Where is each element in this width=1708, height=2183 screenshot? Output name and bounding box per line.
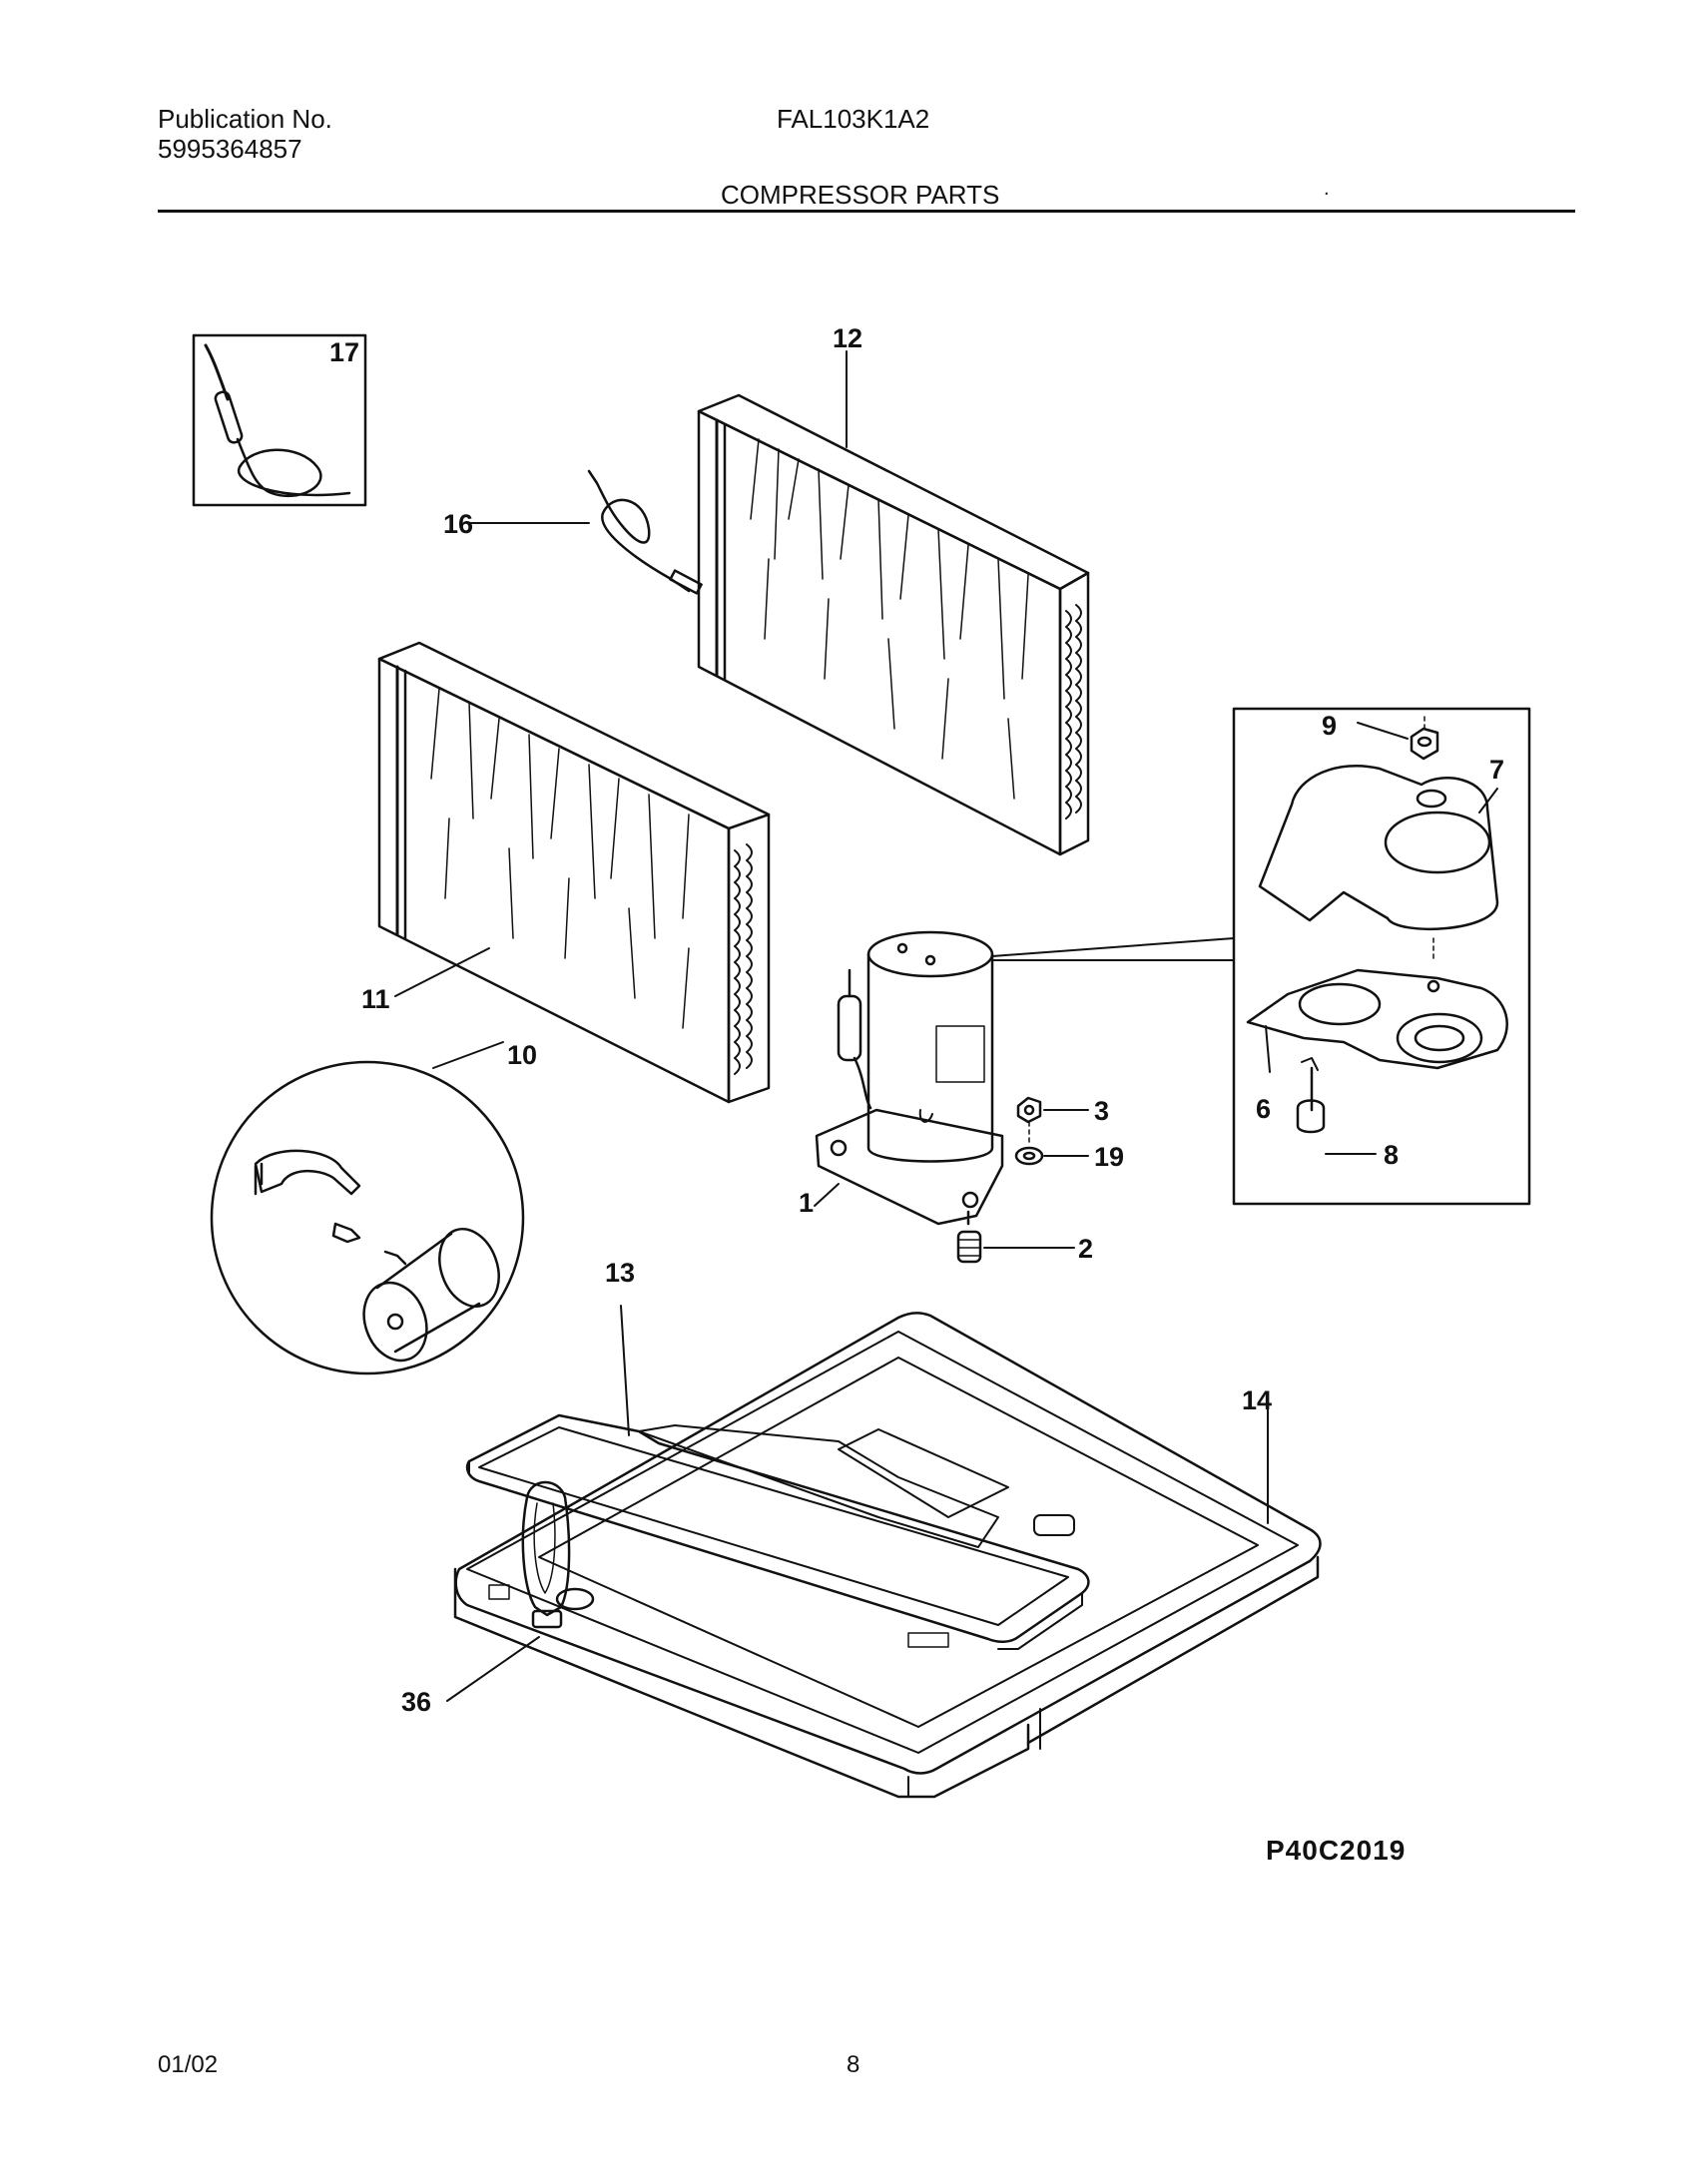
callout-13: 13 [605,1258,636,1288]
drawing-reference-code: P40C2019 [1266,1835,1407,1866]
callout-2: 2 [1078,1234,1094,1264]
header-mark: . [1324,178,1330,200]
terminal-cover-inset [1232,707,1531,1206]
base-pan [453,1312,1322,1799]
compressor [814,930,1235,1226]
overload-clamp-inset [210,1041,525,1375]
section-title: COMPRESSOR PARTS [721,180,1000,210]
callout-9: 9 [1322,711,1338,741]
header-rule [158,210,1575,213]
callout-10: 10 [507,1040,538,1070]
condenser-coil [697,350,1090,856]
callout-14: 14 [1242,1385,1273,1415]
callout-3: 3 [1094,1096,1110,1126]
mounting-hardware [956,1096,1089,1264]
publication-label: Publication No. [158,104,332,134]
callout-11: 11 [361,984,390,1014]
footer-date: 01/02 [158,2051,219,2078]
callout-6: 6 [1256,1094,1272,1124]
callout-12: 12 [833,323,863,353]
publication-number: 5995364857 [158,134,302,164]
callout-36: 36 [401,1687,432,1717]
callout-17: 17 [329,337,360,367]
evaporator-coil [377,641,771,1104]
callout-1: 1 [799,1188,815,1218]
drain-strap [446,1480,571,1702]
sensing-tube [468,469,703,595]
page-number: 8 [847,2051,860,2078]
model-number: FAL103K1A2 [777,104,930,134]
callout-16: 16 [443,509,474,539]
capillary-tube-inset [192,333,367,507]
callout-19: 19 [1094,1142,1125,1172]
drain-pan [465,1305,1090,1650]
callout-7: 7 [1489,755,1505,785]
callout-8: 8 [1384,1140,1400,1170]
